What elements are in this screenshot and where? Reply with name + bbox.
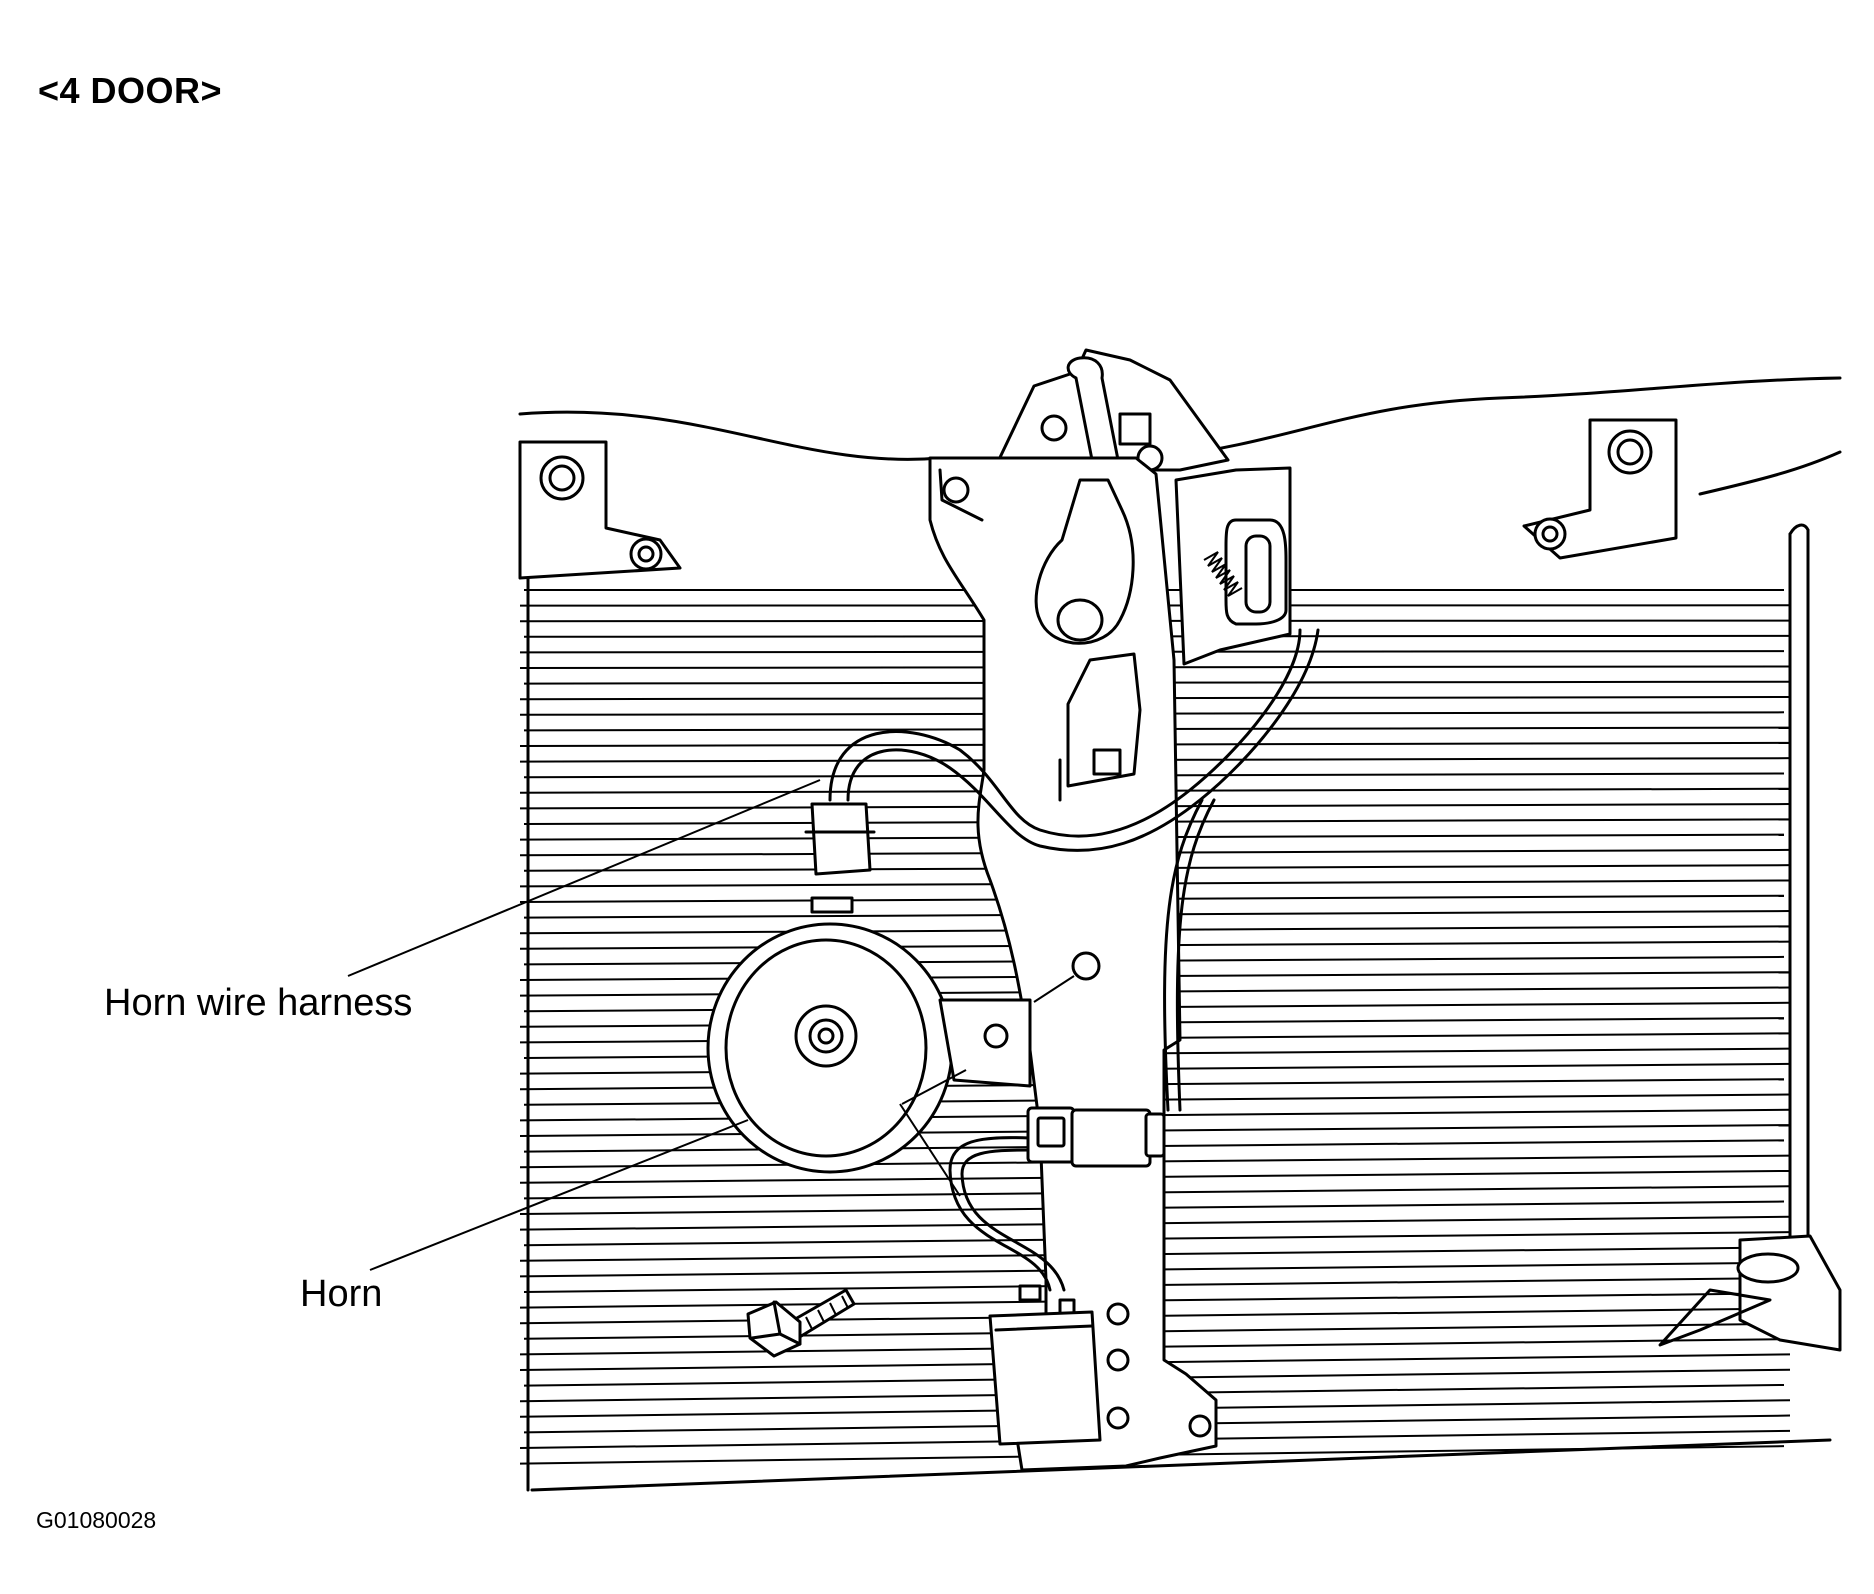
left-radiator-bracket	[518, 440, 682, 580]
right-radiator-bracket	[1522, 418, 1678, 560]
radiator-frame	[518, 376, 1842, 1492]
hood-latch-bracket	[992, 348, 1230, 472]
callout-leaders	[347, 779, 1075, 1271]
horn	[706, 896, 1032, 1174]
page-title: <4 DOOR>	[38, 70, 223, 111]
horn-wire-harness	[804, 628, 1320, 1292]
horn-label: Horn	[300, 1273, 383, 1315]
figure-code: G01080028	[36, 1507, 157, 1533]
horn-wire-harness-label: Horn wire harness	[104, 982, 413, 1024]
horn-relay	[988, 1284, 1102, 1446]
horn-mounting-bolt	[746, 1288, 856, 1358]
latch-side-plate	[1174, 466, 1292, 666]
center-support-member	[928, 456, 1218, 1472]
